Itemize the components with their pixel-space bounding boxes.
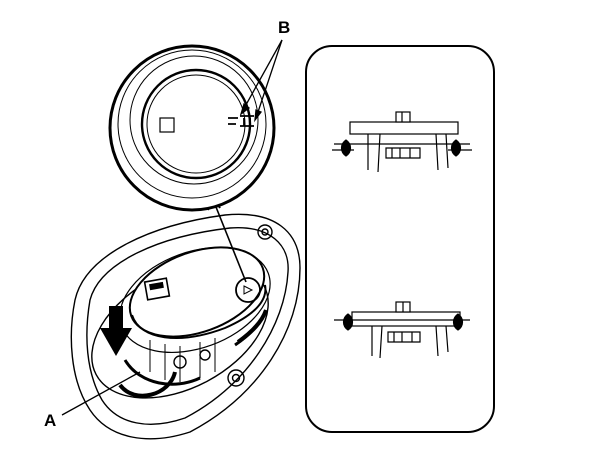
detail-ring-3 xyxy=(129,55,259,185)
mounting-bolt-top-inner xyxy=(261,228,269,236)
cap-round-fitting xyxy=(235,277,261,303)
cap-fitting-triangle xyxy=(243,285,254,295)
pump-spring-b xyxy=(199,349,211,361)
upper-pump-body xyxy=(367,133,449,173)
upper-cap-plate xyxy=(349,121,459,135)
rotate-arrow-right-icon xyxy=(236,309,268,344)
lower-seal-left xyxy=(342,313,354,331)
detail-square-port xyxy=(159,117,175,133)
label-b-leaders xyxy=(239,39,283,123)
tank-body-outline xyxy=(70,213,301,440)
magnified-detail-view xyxy=(108,44,276,212)
lock-ring-left xyxy=(123,359,201,386)
inset-state-upper xyxy=(332,111,472,173)
pump-cap-rim xyxy=(131,284,267,339)
detail-ring-2 xyxy=(117,49,267,199)
upper-seal-right xyxy=(450,139,462,157)
mounting-bolt-bottom-inner xyxy=(231,373,241,383)
detail-alignment-tabs xyxy=(228,115,254,127)
lower-seal-right xyxy=(452,313,464,331)
upper-bracket xyxy=(385,147,421,159)
lower-pump-body xyxy=(371,325,449,359)
lower-bracket xyxy=(387,331,421,343)
lower-cap-plate xyxy=(351,311,461,327)
upper-seal-left xyxy=(340,139,352,157)
label-b: B xyxy=(278,18,290,37)
push-down-arrow-icon xyxy=(100,306,132,356)
cap-square-port xyxy=(143,277,171,301)
mounting-bolt-bottom xyxy=(227,369,245,387)
label-a: A xyxy=(44,411,56,430)
label-a-leader xyxy=(61,371,141,416)
pump-internals xyxy=(149,338,216,382)
mounting-bolt-top xyxy=(257,224,273,240)
tank-opening-view xyxy=(70,213,301,440)
upper-connector xyxy=(395,111,411,123)
tank-body-inner-outline xyxy=(86,227,289,425)
inset-state-lower xyxy=(334,301,470,359)
pump-cap-top xyxy=(128,246,266,338)
detail-cap-inner xyxy=(146,74,246,174)
inset-panel-frame xyxy=(305,45,495,433)
cap-square-port-inner xyxy=(149,281,164,291)
pump-spring-a xyxy=(173,355,187,369)
detail-outer-circle xyxy=(108,44,276,212)
inset-panel xyxy=(305,45,495,433)
rotate-arrow-left-icon xyxy=(118,371,177,398)
